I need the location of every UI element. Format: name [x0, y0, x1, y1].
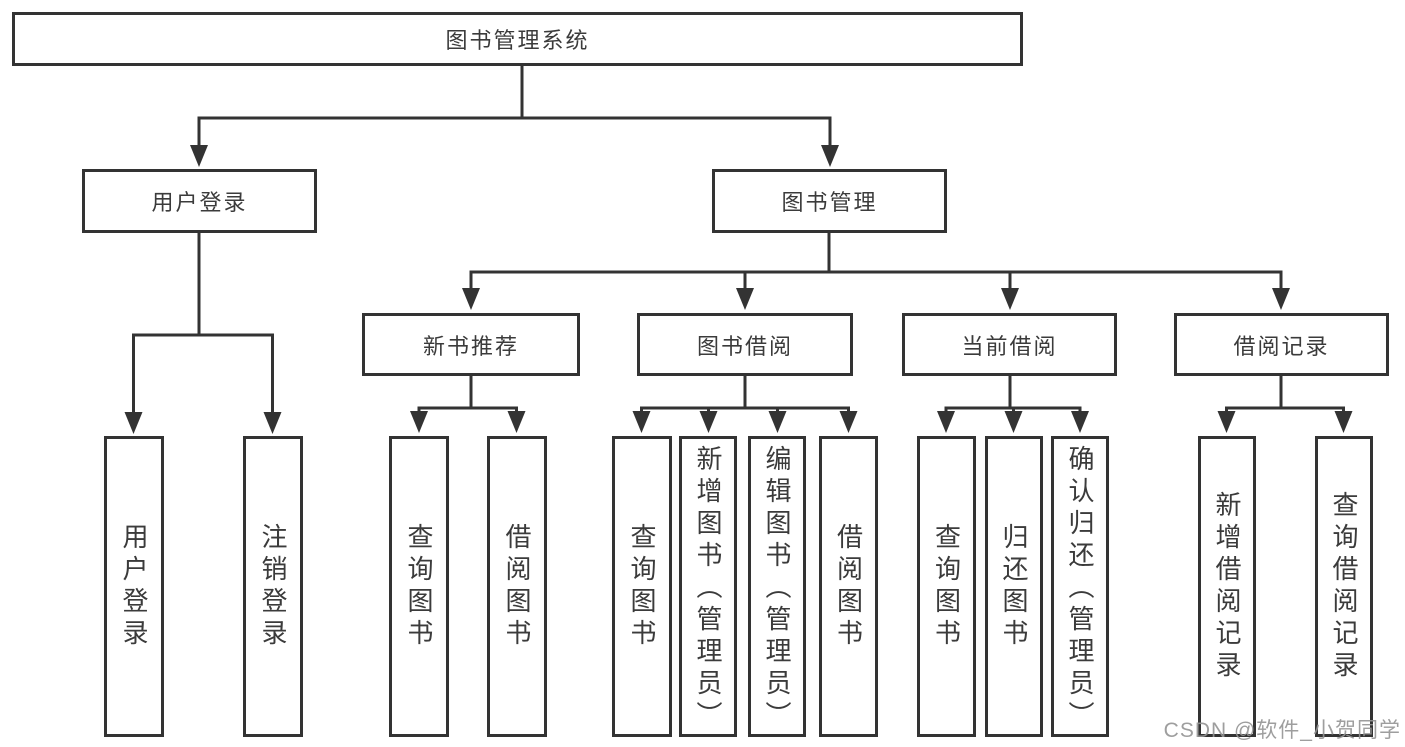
leaf-query-books-current: 查询图书 — [917, 436, 976, 737]
leaf-logout: 注销登录 — [243, 436, 303, 737]
connector-book-borrowing-branch — [632, 376, 858, 433]
node-book-borrowing: 图书借阅 — [637, 313, 853, 376]
connector-user-login-branch — [124, 233, 282, 434]
node-current-borrowing: 当前借阅 — [902, 313, 1117, 376]
leaf-return-books: 归还图书 — [985, 436, 1043, 737]
connector-new-book-branch — [410, 376, 526, 433]
leaf-add-borrow-record: 新增借阅记录 — [1198, 436, 1256, 737]
connector-borrowing-records-branch — [1217, 376, 1353, 433]
connector-book-management-to-level3 — [462, 233, 1290, 310]
leaf-user-login: 用户登录 — [104, 436, 164, 737]
node-root-system: 图书管理系统 — [12, 12, 1023, 66]
leaf-borrow-books-recommend: 借阅图书 — [487, 436, 547, 737]
leaf-edit-books-admin: 编辑图书（管理员） — [748, 436, 806, 737]
leaf-query-borrow-record: 查询借阅记录 — [1315, 436, 1373, 737]
leaf-confirm-return-admin: 确认归还（管理员） — [1051, 436, 1109, 737]
node-user-login: 用户登录 — [82, 169, 317, 233]
connector-current-borrowing-branch — [937, 376, 1089, 433]
leaf-borrow-books-borrowing: 借阅图书 — [819, 436, 878, 737]
node-new-book-recommendation: 新书推荐 — [362, 313, 580, 376]
node-book-management: 图书管理 — [712, 169, 947, 233]
node-borrowing-records: 借阅记录 — [1174, 313, 1389, 376]
csdn-watermark: CSDN @软件_小贺同学 — [1163, 719, 1401, 742]
connector-root-to-level2 — [190, 66, 839, 167]
leaf-query-books-recommend: 查询图书 — [389, 436, 449, 737]
leaf-query-books-borrowing: 查询图书 — [612, 436, 672, 737]
leaf-add-books-admin: 新增图书（管理员） — [679, 436, 737, 737]
